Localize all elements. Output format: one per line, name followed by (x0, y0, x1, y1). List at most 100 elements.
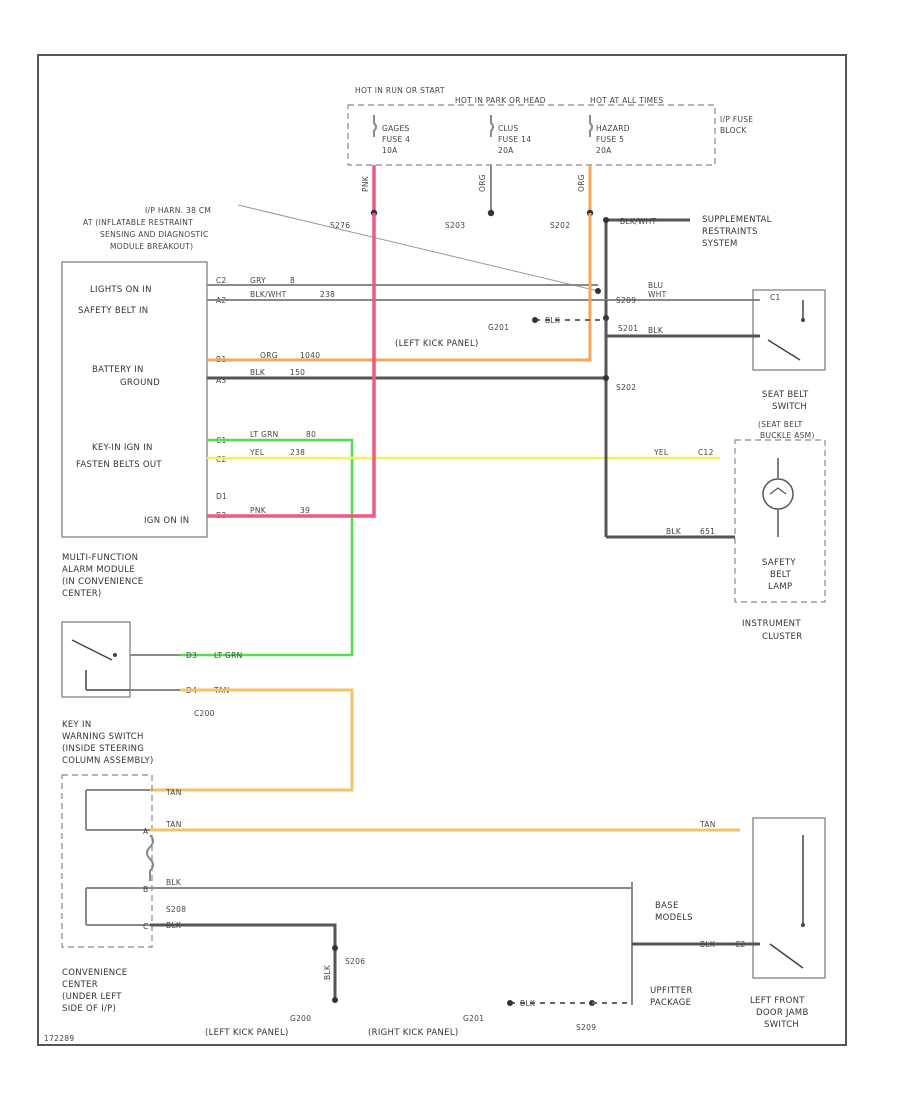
fuse-block: HOT IN RUN OR START HOT IN PARK OR HEAD … (347, 86, 753, 166)
cluster-name-1: INSTRUMENT (742, 619, 801, 629)
door-wire-tan: TAN (699, 820, 716, 829)
splice-s202b-dot (603, 375, 609, 381)
belt-wire-wht: WHT (648, 290, 667, 299)
fuse-1-wire-color: PNK (361, 175, 370, 192)
ground-g201-label: G201 (488, 323, 509, 332)
module-safety-belt-label: SAFETY BELT IN (78, 306, 148, 316)
splice-s209-label: S209 (616, 296, 636, 305)
wire-pnk-circuit: 39 (300, 506, 310, 515)
door-switch-contact (769, 943, 804, 969)
fuse-2-line1: CLUS (498, 124, 519, 133)
door-switch-name-2: DOOR JAMB (756, 1008, 809, 1018)
pin-a3-label: A3 (216, 376, 227, 385)
ip-harn-leader (237, 204, 599, 292)
hot-label-3: HOT AT ALL TIMES (590, 96, 663, 105)
door-conn-c2: C2 (735, 940, 746, 949)
lamp-bulb-icon (762, 478, 794, 510)
belt-wire-blu: BLU (648, 281, 663, 290)
fuse-3-line2: FUSE 5 (596, 135, 624, 144)
wire-lt-grn-color: LT GRN (250, 430, 279, 439)
conv-wire-tan-1: TAN (165, 788, 182, 797)
wire-yel-color: YEL (249, 448, 265, 457)
conv-name-2: CENTER (62, 980, 98, 990)
ip-harn-line3: SENSING AND DIAGNOSTIC (100, 230, 209, 239)
door-switch-terminal (801, 923, 805, 927)
module-name-2: ALARM MODULE (62, 565, 135, 575)
module-battery-label: BATTERY IN (92, 365, 144, 375)
wire-gry-circuit: 8 (290, 276, 295, 285)
cluster-outline (734, 439, 826, 603)
fuse-block-name-1: I/P FUSE (720, 115, 753, 124)
fuse-2-line3: 20A (498, 146, 514, 155)
ground-g201b-label: G201 (463, 1014, 484, 1023)
module-fasten-belts-label: FASTEN BELTS OUT (76, 460, 162, 470)
ip-harness-note: I/P HARN. 38 CM AT (INFLATABLE RESTRAINT… (83, 204, 599, 292)
srs-line2: RESTRAINTS (702, 227, 758, 237)
splice-s206-label: S206 (345, 957, 365, 966)
ip-harn-line4: MODULE BREAKOUT) (110, 242, 193, 251)
ip-harn-line1: I/P HARN. 38 CM (145, 206, 211, 215)
fuse-1-symbol (373, 115, 377, 137)
conv-name-3: (UNDER LEFT (62, 992, 122, 1002)
conv-name-4: SIDE OF I/P) (62, 1004, 116, 1014)
buckle-line1: (SEAT BELT (758, 420, 803, 429)
fuse-2-line2: FUSE 14 (498, 135, 531, 144)
fuse-1-line1: GAGES (382, 124, 410, 133)
belt-switch-name-1: SEAT BELT (762, 390, 809, 400)
key-switch-name-4: COLUMN ASSEMBLY) (62, 756, 154, 766)
conv-wire-blk-1: BLK (166, 878, 182, 887)
wire-blk-wht-circuit: 238 (320, 290, 335, 299)
module-lights-on-label: LIGHTS ON IN (90, 285, 152, 295)
module-name-1: MULTI-FUNCTION (62, 553, 138, 563)
wire-yel-circuit: 238 (290, 448, 305, 457)
hot-label-1a: HOT IN RUN OR START (355, 86, 445, 95)
wire-gry-color: GRY (250, 276, 266, 285)
fuse-block-name-2: BLOCK (720, 126, 747, 135)
wire-blk-circuit: 150 (290, 368, 305, 377)
module-ign-on-label: IGN ON IN (144, 516, 189, 526)
fuse-3-line3: 20A (596, 146, 612, 155)
pin-d1-label: D1 (216, 492, 227, 501)
pin-c2-label: C2 (216, 276, 227, 285)
document-id: 172289 (44, 1034, 74, 1043)
hot-label-2: HOT IN PARK OR HEAD (455, 96, 546, 105)
key-switch-conn: C200 (194, 709, 215, 718)
lamp-name-2: BELT (770, 570, 792, 580)
wire-org-color: ORG (260, 351, 278, 360)
cluster-name-2: CLUSTER (762, 632, 802, 642)
fuse-3-wire-color: ORG (577, 174, 586, 192)
convenience-center: A B C S208 CONVENIENCE CENTER (UNDER LEF… (61, 774, 186, 1014)
key-switch-contact (71, 639, 113, 661)
buckle-wire-yel: YEL (653, 448, 669, 457)
belt-switch-name-2: SWITCH (772, 402, 807, 412)
door-switch-name-3: SWITCH (764, 1020, 799, 1030)
splice-s201-label: S201 (618, 324, 638, 333)
base-models-1: BASE (655, 901, 679, 911)
ip-harn-line2: AT (INFLATABLE RESTRAINT (83, 218, 193, 227)
base-models-2: MODELS (655, 913, 693, 923)
conv-pin-a: A (143, 827, 149, 836)
fuse-3-symbol (589, 115, 593, 137)
wire-org-circuit: 1040 (300, 351, 320, 360)
conv-resistor (146, 834, 154, 881)
ground-g200-label: G200 (290, 1014, 311, 1023)
module-key-in-label: KEY-IN IGN IN (92, 443, 153, 453)
module-ground-label: GROUND (120, 378, 160, 388)
wire-blk-color: BLK (250, 368, 266, 377)
fuse-2-symbol (490, 115, 494, 137)
lamp-wire-code: 651 (700, 527, 715, 536)
wire-tan-key (150, 688, 354, 792)
conv-center-outline (61, 774, 153, 948)
left-kick-panel-lower: (LEFT KICK PANEL) (205, 1028, 289, 1038)
wire-pnk-color: PNK (250, 506, 267, 515)
alarm-module: LIGHTS ON IN SAFETY BELT IN BATTERY IN G… (61, 261, 208, 599)
diagram-frame (37, 54, 847, 1046)
wire-lt-grn (180, 438, 354, 657)
left-kick-panel-upper: (LEFT KICK PANEL) (395, 339, 479, 349)
splice-s206-dot (332, 945, 338, 951)
splice-s276-label: S276 (330, 221, 350, 230)
door-jamb-switch: BLK C2 LEFT FRONT DOOR JAMB SWITCH (632, 817, 826, 1030)
belt-conn-c1: C1 (770, 293, 781, 302)
wire-blk-wht-color: BLK/WHT (250, 290, 287, 299)
